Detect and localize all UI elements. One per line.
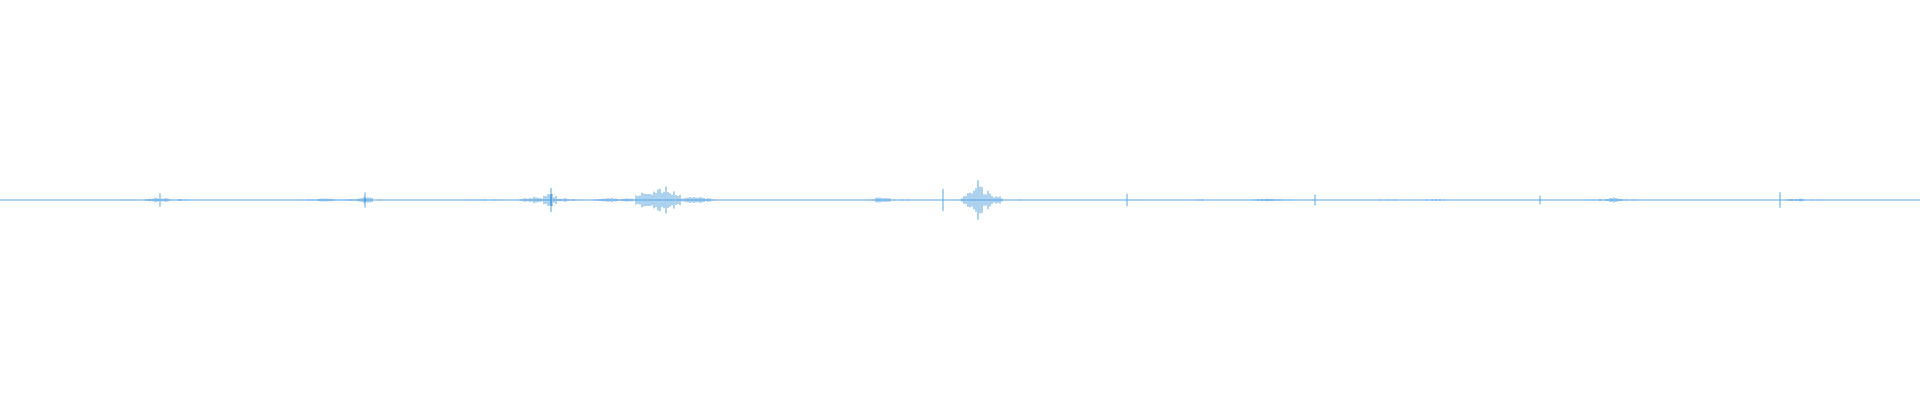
waveform-peaks-group	[0, 180, 1919, 220]
